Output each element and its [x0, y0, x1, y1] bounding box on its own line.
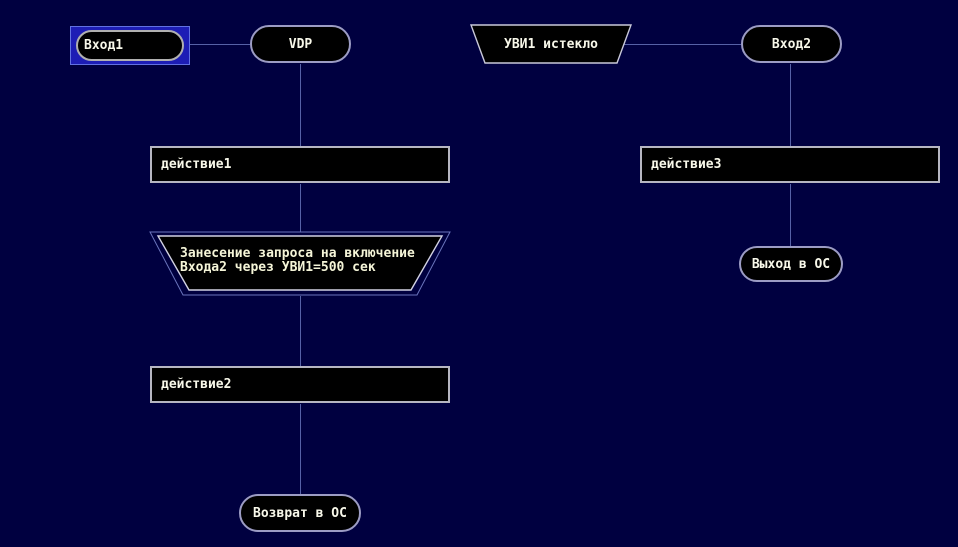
connector-vhod1-vdp: [190, 44, 250, 45]
node-request-label: Занесение запроса на включение Входа2 че…: [180, 247, 415, 274]
connector-vdp-deystvie1: [300, 64, 301, 146]
node-uvi1-label: УВИ1 истекло: [504, 36, 598, 52]
node-vhod1-label: Вход1: [84, 38, 124, 53]
connector-deystvie1-request: [300, 184, 301, 232]
node-vdp[interactable]: VDP: [250, 25, 351, 63]
node-deystvie2-label: действие2: [161, 377, 232, 392]
connector-deystvie3-vyhod: [790, 184, 791, 246]
node-vdp-label: VDP: [288, 36, 313, 52]
node-deystvie2[interactable]: действие2: [150, 366, 450, 403]
node-vhod2[interactable]: Вход2: [741, 25, 842, 63]
node-deystvie1[interactable]: действие1: [150, 146, 450, 183]
node-uvi1-shape-svg: [470, 24, 632, 64]
node-deystvie3-label: действие3: [651, 157, 722, 172]
node-vyhod-label: Выход в ОС: [751, 256, 831, 272]
connector-deystvie2-vozvrat: [300, 404, 301, 494]
node-uvi1[interactable]: [470, 24, 632, 64]
node-deystvie1-label: действие1: [161, 157, 232, 172]
node-vhod1-selected[interactable]: Вход1: [70, 26, 190, 65]
connector-vhod2-deystvie3: [790, 64, 791, 146]
connector-request-deystvie2: [300, 296, 301, 366]
node-vyhod[interactable]: Выход в ОС: [739, 246, 843, 282]
node-request-label-line1: Занесение запроса на включение: [180, 246, 415, 261]
node-vhod2-label: Вход2: [771, 36, 812, 52]
node-request-shape-svg: [149, 231, 451, 296]
node-request[interactable]: [156, 235, 444, 291]
node-vhod1-shape: Вход1: [76, 30, 184, 61]
node-deystvie3[interactable]: действие3: [640, 146, 940, 183]
connector-uvi1-vhod2: [622, 44, 741, 45]
node-vozvrat[interactable]: Возврат в ОС: [239, 494, 361, 532]
node-request-outer-border: [149, 231, 451, 296]
node-vozvrat-label: Возврат в ОС: [253, 505, 347, 521]
node-request-label-line2: Входа2 через УВИ1=500 сек: [180, 259, 376, 275]
